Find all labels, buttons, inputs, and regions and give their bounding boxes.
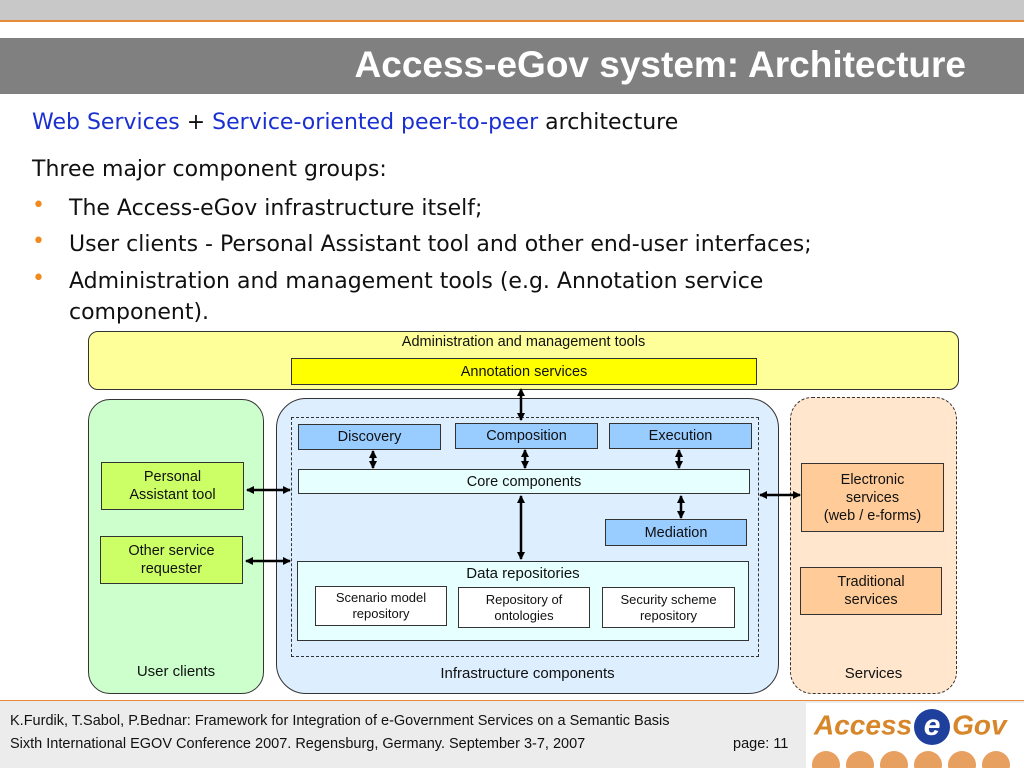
footer-conference: Sixth International EGOV Conference 2007… xyxy=(10,736,586,752)
annotation-services-box: Annotation services xyxy=(291,358,757,385)
personal-assistant-box: Personal Assistant tool xyxy=(101,462,244,510)
scenario-repository-box: Scenario model repository xyxy=(315,586,447,626)
page-number: page: 11 xyxy=(733,736,789,752)
discovery-box: Discovery xyxy=(298,424,441,450)
top-strip xyxy=(0,0,1024,20)
bullet-item: • Administration and management tools (e… xyxy=(32,266,962,328)
security-repository-box: Security scheme repository xyxy=(602,587,735,628)
box-line: requester xyxy=(140,561,203,577)
bullet-text: User clients - Personal Assistant tool a… xyxy=(69,232,812,257)
traditional-services-box: Traditional services xyxy=(800,567,942,615)
infrastructure-boundary xyxy=(291,417,759,657)
infrastructure-label: Infrastructure components xyxy=(440,665,615,682)
intro-text: Three major component groups: xyxy=(32,157,387,182)
box-line: Repository of xyxy=(485,591,563,607)
mediation-box: Mediation xyxy=(605,519,747,546)
user-clients-label: User clients xyxy=(136,663,216,680)
admin-tools-label: Administration and management tools xyxy=(401,334,646,350)
logo-text-right: Gov xyxy=(952,709,1007,741)
electronic-services-box: Electronic services (web / e-forms) xyxy=(801,463,944,532)
execution-box: Execution xyxy=(609,423,752,449)
data-repositories-label: Data repositories xyxy=(466,565,580,582)
p2p-link: Service-oriented peer-to-peer xyxy=(212,110,539,135)
box-line: (web / e-forms) xyxy=(823,507,922,524)
box-line: repository xyxy=(352,606,410,621)
footer-citation: K.Furdik, T.Sabol, P.Bednar: Framework f… xyxy=(10,713,670,729)
services-label: Services xyxy=(844,665,903,682)
composition-box: Composition xyxy=(455,423,598,449)
box-line: services xyxy=(844,592,898,608)
box-line: services xyxy=(845,489,900,506)
bullet-dot: • xyxy=(32,266,45,291)
ontology-repository-box: Repository of ontologies xyxy=(458,587,590,628)
header-accent-line xyxy=(0,20,1024,22)
box-line: Electronic xyxy=(840,471,905,488)
subtitle-architecture: architecture xyxy=(538,110,679,135)
bullet-text: Administration and management tools (e.g… xyxy=(69,269,764,294)
box-line: repository xyxy=(639,607,698,623)
bullet-text-continued: component). xyxy=(69,300,210,325)
bullet-item: • The Access-eGov infrastructure itself; xyxy=(32,193,932,224)
logo-text-left: Access xyxy=(814,709,913,741)
footer-accent-line xyxy=(0,700,1024,701)
services-panel: Services xyxy=(790,397,957,694)
box-line: Other service xyxy=(128,543,215,559)
logo-circles-decoration xyxy=(812,751,1010,768)
logo-e-globe-icon: e xyxy=(914,709,951,745)
bullet-item: • User clients - Personal Assistant tool… xyxy=(32,229,962,260)
title-bar xyxy=(0,38,1024,94)
bullet-text: The Access-eGov infrastructure itself; xyxy=(69,196,483,221)
box-line: Traditional xyxy=(837,574,905,590)
box-line: ontologies xyxy=(494,607,554,623)
box-line: Scenario model xyxy=(335,590,427,605)
core-components-box: Core components xyxy=(298,469,750,494)
box-line: Personal xyxy=(143,469,202,485)
web-services-link: Web Services xyxy=(32,110,180,135)
slide-title: Access-eGov system: Architecture xyxy=(354,44,966,85)
other-requester-box: Other service requester xyxy=(100,536,243,584)
bullet-dot: • xyxy=(32,193,45,218)
bullet-dot: • xyxy=(32,229,45,254)
subtitle-plus: + xyxy=(179,110,213,135)
box-line: Security scheme xyxy=(620,591,717,607)
slide-subtitle: Web Services + Service-oriented peer-to-… xyxy=(32,110,678,135)
box-line: Assistant tool xyxy=(129,487,216,503)
